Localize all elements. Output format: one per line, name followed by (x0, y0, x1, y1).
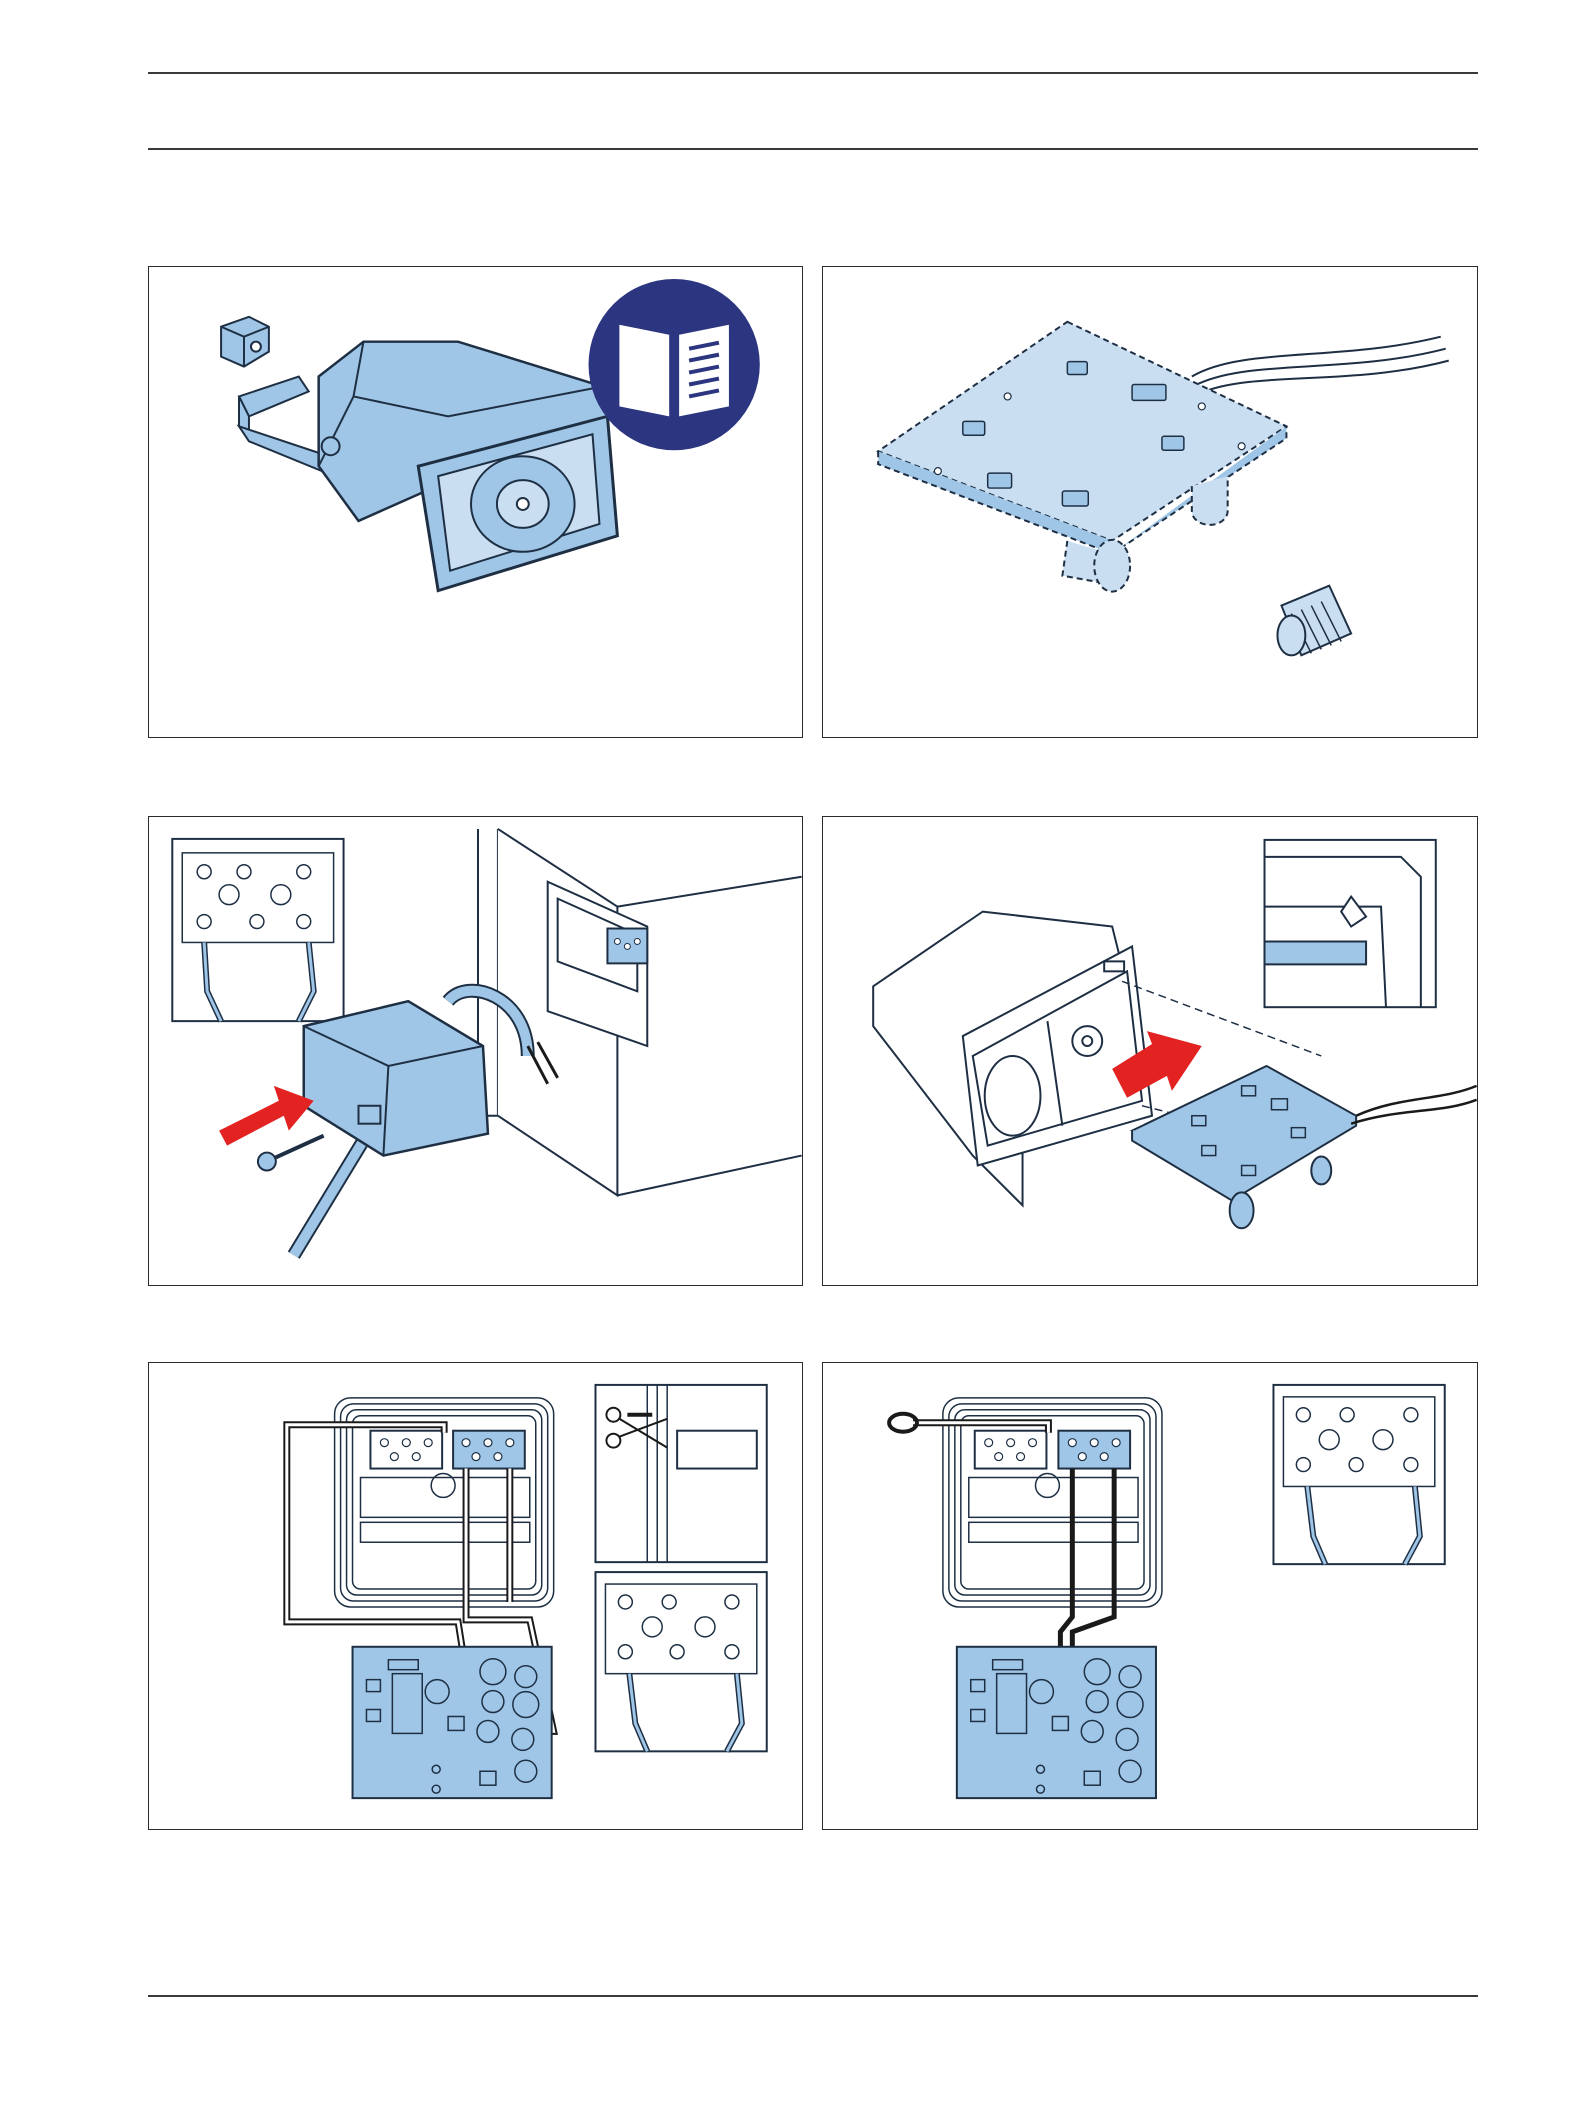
step-3-panel (148, 816, 803, 1286)
cable-wires (1192, 337, 1449, 393)
scissors-inset-icon (595, 1385, 766, 1562)
screw-icon (258, 1136, 324, 1171)
bracket-cap-icon (221, 317, 269, 367)
board-insert-illustration (823, 817, 1477, 1285)
connector-detail-icon (1273, 1385, 1444, 1564)
step-4-panel (822, 816, 1478, 1286)
wiring-diagram-loop-illustration (823, 1363, 1477, 1829)
connector-detail-icon (172, 839, 343, 1021)
header-rule-bottom (148, 148, 1478, 150)
step-5-panel (148, 1362, 803, 1830)
step-1-panel (148, 266, 803, 738)
footer-rule (148, 1995, 1478, 1997)
wiring-diagram-icon (889, 1398, 1162, 1798)
speaker-housing-side (478, 829, 802, 1195)
connector-detail-icon (595, 1572, 766, 1751)
arrow-icon (219, 1086, 314, 1146)
horn-loudspeaker-illustration (149, 267, 802, 737)
step-2-panel (822, 266, 1478, 738)
read-manual-icon (589, 279, 760, 450)
speaker-rear-housing-icon (873, 912, 1152, 1206)
wiring-diagram-cut-illustration (149, 1363, 802, 1829)
board-insert-icon (1132, 1066, 1477, 1228)
wiring-diagram-icon (287, 1398, 554, 1798)
circuit-board-icon (878, 322, 1286, 592)
terminal-cover-icon (304, 1001, 488, 1155)
step-6-panel (822, 1362, 1478, 1830)
terminal-cover-illustration (149, 817, 802, 1285)
detail-inset-icon (1265, 840, 1436, 1007)
circuit-board-illustration (823, 267, 1477, 737)
header-rule-top (148, 72, 1478, 74)
cable-gland-icon (1277, 586, 1351, 656)
horn-loudspeaker-icon (239, 342, 617, 591)
